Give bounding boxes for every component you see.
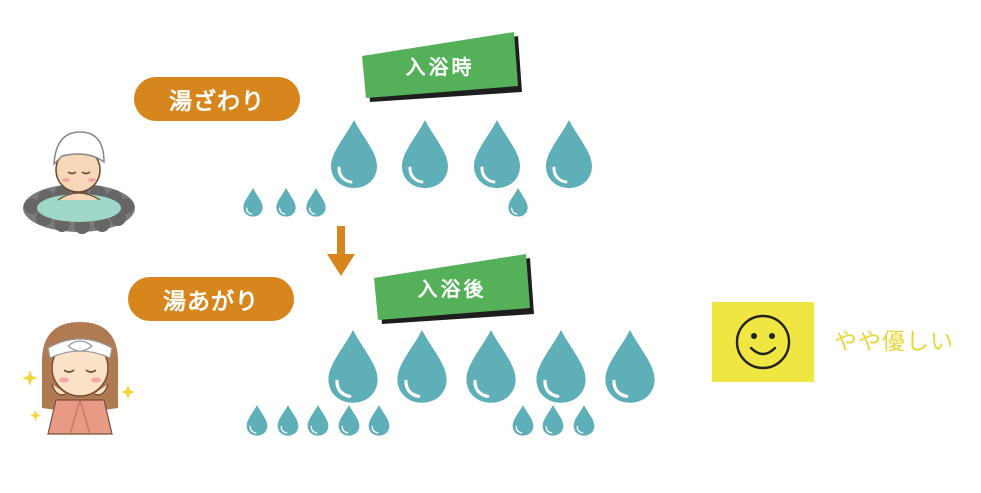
woman-in-hot-spring-icon [23, 131, 135, 234]
during-bath-text: 入浴時 [405, 54, 475, 79]
water-drop-during-large [474, 120, 520, 188]
water-drop-after-large [397, 330, 447, 403]
water-drop-after-small [542, 405, 564, 436]
during-bath-tag: 入浴時 [358, 30, 522, 104]
water-drop-after-small [307, 405, 329, 436]
water-drop-during-large [402, 120, 448, 188]
water-drop-during-small [306, 188, 326, 217]
water-drop-after-small [246, 405, 268, 436]
verdict-box [712, 302, 814, 382]
water-drop-after-small [338, 405, 360, 436]
after-bath-tag: 入浴後 [370, 252, 534, 326]
water-drop-after-large [328, 330, 378, 403]
water-drop-after-large [536, 330, 586, 403]
verdict-text: やや優しい [834, 329, 954, 355]
water-drop-during-large [331, 120, 377, 188]
feel-during-label: 湯ざわり [134, 77, 300, 121]
water-drop-during-small [243, 188, 263, 217]
feel-after-label: 湯あがり [128, 277, 294, 321]
water-drop-after-small [512, 405, 534, 436]
after-bath-text: 入浴後 [417, 276, 487, 301]
water-drop-during-small [276, 188, 296, 217]
water-drop-during-small [508, 188, 528, 217]
water-drop-after-small [277, 405, 299, 436]
water-drop-after-large [605, 330, 655, 403]
smiley-face-icon [735, 314, 791, 370]
water-drop-after-small [368, 405, 390, 436]
water-drop-after-small [573, 405, 595, 436]
water-drop-during-large [546, 120, 592, 188]
arrow-down-icon [327, 226, 355, 276]
water-drop-after-large [466, 330, 516, 403]
woman-with-towel-headband-icon [22, 322, 135, 435]
